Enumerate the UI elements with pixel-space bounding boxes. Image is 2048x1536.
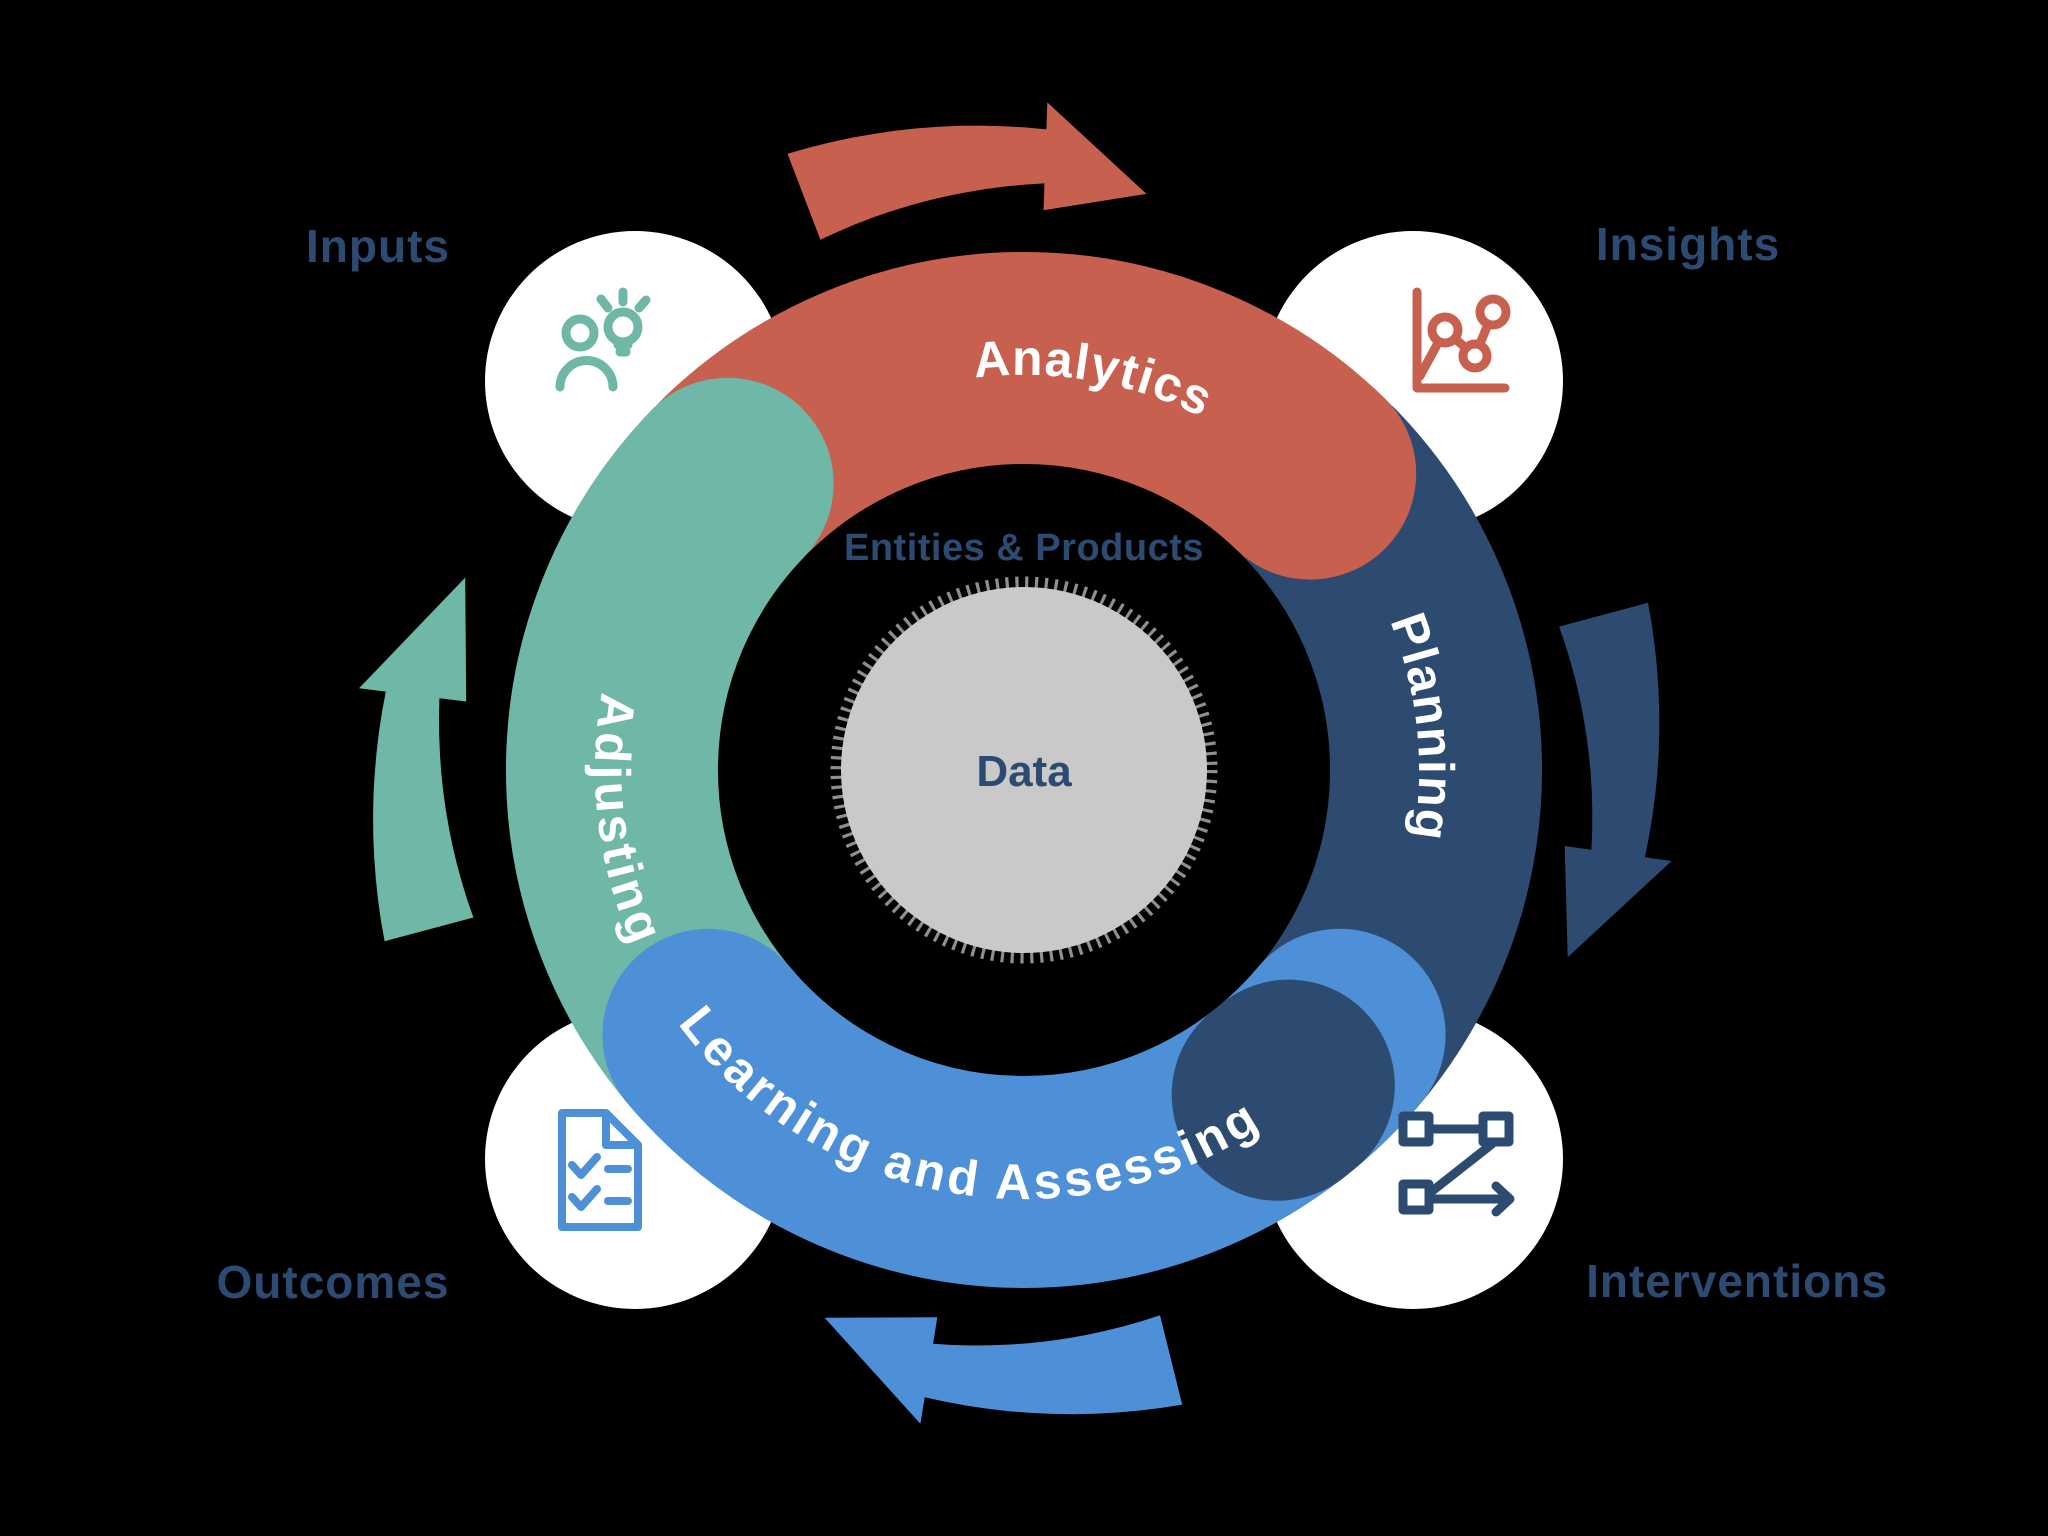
- corner-label-inputs: Inputs: [306, 220, 450, 272]
- planning-flow-arrow: [1559, 602, 1672, 958]
- insights-chart-icon: [1412, 287, 1511, 393]
- workflow-icon: [1398, 1111, 1515, 1217]
- checklist-doc-icon: [558, 1109, 642, 1231]
- process-ring: [505, 251, 1543, 1288]
- corner-label-insights: Insights: [1595, 218, 1781, 270]
- corner-label-interventions: Interventions: [1586, 1255, 1888, 1307]
- data-hub-circle: [841, 587, 1207, 953]
- corner-label-outcomes: Outcomes: [216, 1256, 450, 1308]
- adjusting-flow-arrow: [359, 577, 474, 942]
- entities-products-label: Entities & Products: [844, 527, 1204, 569]
- data-hub-tick-border: [830, 576, 1218, 964]
- people-idea-icon: [555, 287, 651, 392]
- learning-flow-arrow: [824, 1315, 1183, 1424]
- planning-arc-cap: [1171, 979, 1395, 1201]
- analytics-arc-segment: [631, 251, 1417, 580]
- flow-arrows: [359, 102, 1672, 1424]
- data-hub-label: Data: [976, 747, 1072, 796]
- analytics-flow-arrow: [787, 102, 1147, 240]
